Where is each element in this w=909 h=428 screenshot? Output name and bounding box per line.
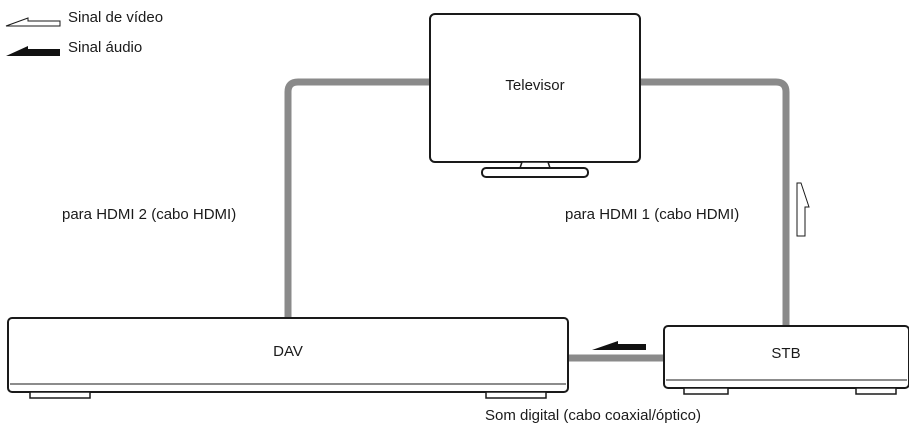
tv-device: Televisor — [429, 13, 641, 178]
dav-body — [7, 317, 569, 393]
dav-foot-left — [29, 391, 91, 399]
digital-audio-label: Som digital (cabo coaxial/óptico) — [485, 407, 701, 424]
video-signal-up-arrow-icon — [796, 182, 810, 237]
dav-foot-right — [485, 391, 547, 399]
stb-device: STB — [663, 325, 909, 395]
audio-signal-left-arrow-icon — [592, 341, 646, 350]
tv-stand-base — [481, 167, 589, 178]
stb-foot-right — [855, 387, 897, 395]
stb-body — [663, 325, 909, 389]
dav-label: DAV — [273, 343, 303, 360]
dav-to-tv-label: para HDMI 2 (cabo HDMI) — [62, 206, 236, 223]
stb-foot-left — [683, 387, 729, 395]
video-signal-arrow-icon — [5, 17, 61, 27]
stb-to-tv-label: para HDMI 1 (cabo HDMI) — [565, 206, 739, 223]
hdmi-cable-dav-tv — [284, 78, 430, 318]
tv-label: Televisor — [505, 77, 564, 94]
audio-signal-arrow-icon — [6, 46, 60, 56]
legend: Sinal de vídeo Sinal áudio — [5, 9, 163, 56]
legend-video-label: Sinal de vídeo — [68, 9, 163, 26]
stb-label: STB — [771, 345, 800, 362]
hdmi-cable-stb-tv — [640, 78, 790, 326]
dav-device: DAV — [7, 317, 569, 399]
legend-audio-label: Sinal áudio — [68, 39, 142, 56]
